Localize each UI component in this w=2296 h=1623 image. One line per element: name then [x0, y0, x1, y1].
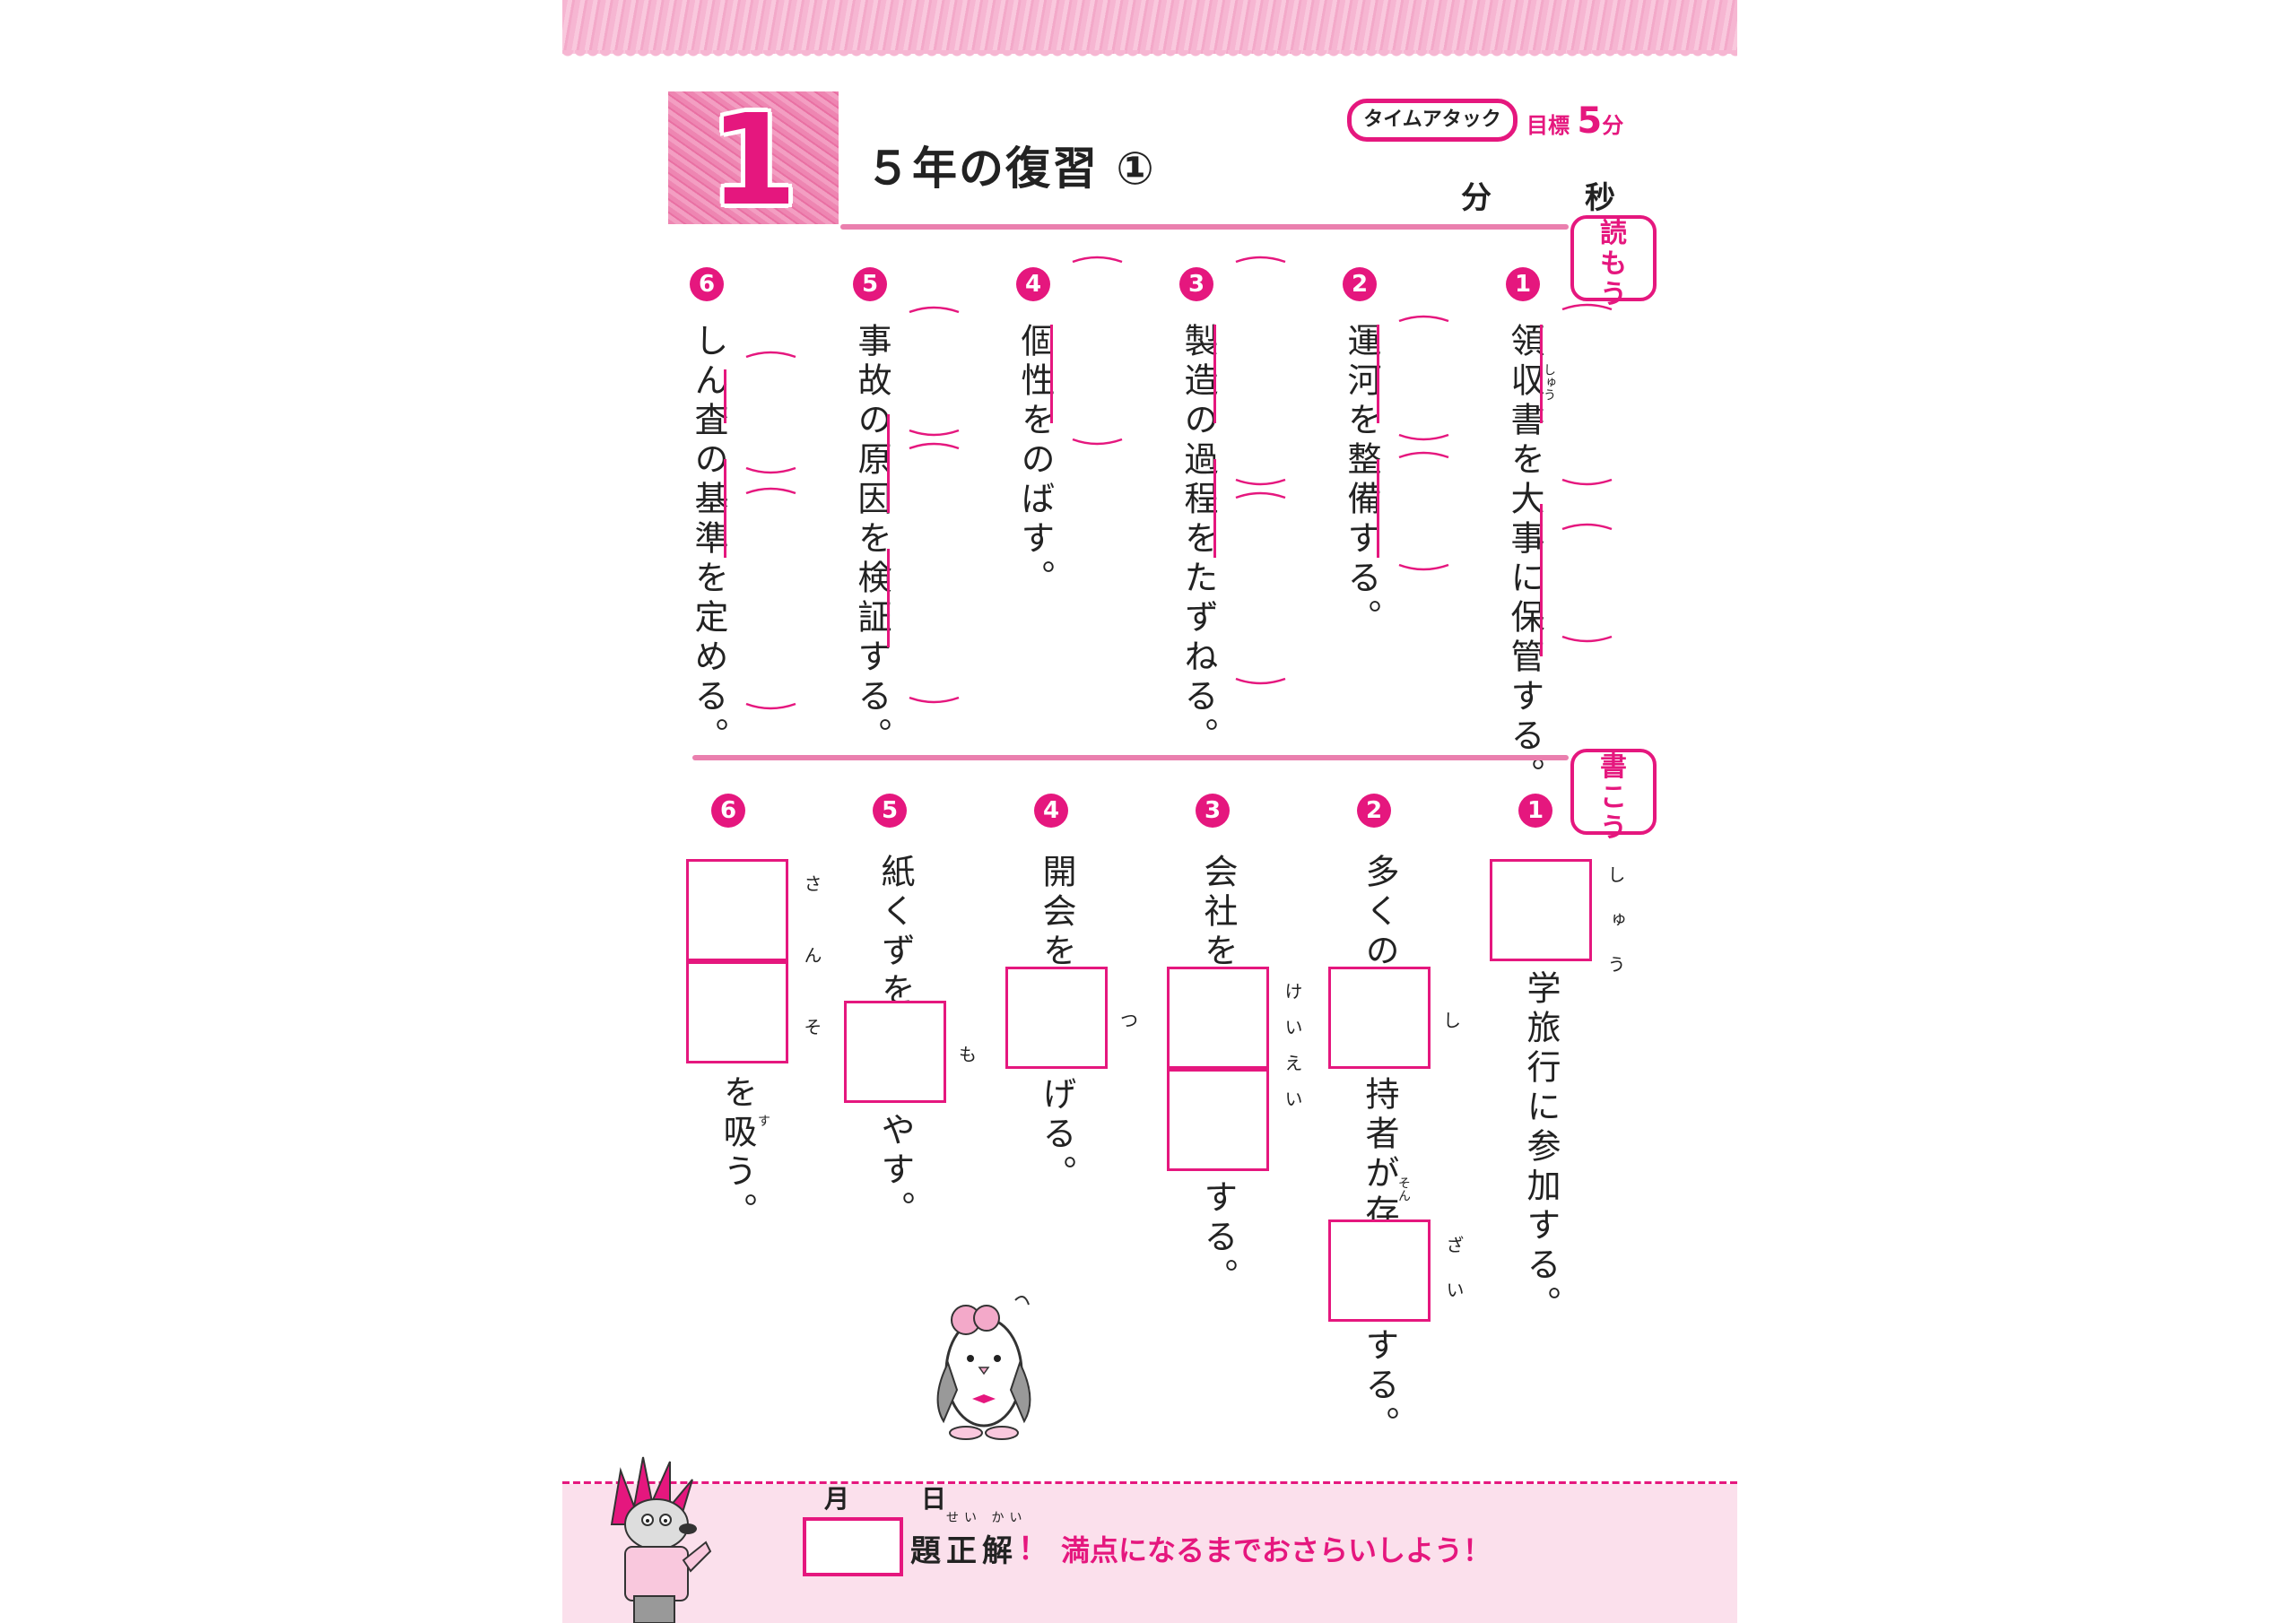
kanji-mark-1a — [1540, 325, 1543, 423]
goal-label: 目標 — [1526, 113, 1570, 138]
kanji-mark-1b — [1540, 504, 1543, 558]
reading-furigana-1: しゅう — [1542, 363, 1556, 401]
kanji-mark-6b — [724, 459, 726, 558]
reading-question-3: 製造の過程をたずねる。 — [1178, 323, 1218, 757]
seikai-label: 正解 — [946, 1533, 1018, 1569]
penguin-mascot-illustration — [936, 1296, 1031, 1440]
writing-furigana-2-middle: そん — [1396, 1176, 1411, 1202]
writing-question-6-after: を吸う。 — [718, 1074, 757, 1232]
footer-message: 満点になるまでおさらいしよう！ — [1061, 1533, 1492, 1567]
writing-number-3: 3 — [1196, 794, 1230, 828]
writing-furigana-4: つ — [1120, 1010, 1138, 1031]
writing-question-2-before: 多くの — [1360, 854, 1399, 972]
seconds-label: 秒 — [1585, 180, 1615, 216]
reading-number-2: 2 — [1343, 267, 1377, 301]
writing-furigana-6-after: す — [758, 1115, 770, 1129]
writing-number-1: 1 — [1518, 794, 1552, 828]
goal-unit: 分 — [1602, 113, 1624, 138]
reading-question-1: 領収書を大事に保管する。 — [1505, 323, 1544, 796]
answer-box-3a[interactable] — [1167, 967, 1269, 1069]
writing-question-4-after: げる。 — [1037, 1076, 1076, 1194]
reading-question-2: 運河を整備する。 — [1342, 323, 1381, 638]
answer-box-1[interactable] — [1490, 859, 1592, 961]
kanji-mark-2b — [1377, 459, 1379, 558]
writing-question-5-after: やす。 — [875, 1112, 915, 1230]
page-title: ５年の復習 ① — [865, 143, 1156, 195]
writing-furigana-3: けいえい — [1282, 982, 1303, 1125]
seikai-furigana: せい かい — [946, 1511, 1028, 1525]
writing-furigana-1: しゅう — [1605, 865, 1626, 1000]
writing-stamp: 書こう — [1570, 749, 1657, 844]
reading-question-5: 事故の原因を検証する。 — [852, 323, 891, 757]
writing-number-4: 4 — [1034, 794, 1068, 828]
footer-dashed-line — [562, 1481, 1737, 1485]
answer-box-4[interactable] — [1005, 967, 1108, 1069]
kanji-mark-4a — [1050, 325, 1053, 423]
reading-question-4: 個性をのばす。 — [1015, 323, 1055, 599]
writing-question-3-after: する。 — [1198, 1179, 1238, 1298]
exclaim-mark: ！ — [1018, 1532, 1048, 1567]
reading-answer-brackets — [745, 256, 1613, 710]
writing-question-1-after: 学旅行に参加する。 — [1521, 970, 1561, 1325]
reading-question-6: しん査の基準を定める。 — [689, 323, 728, 757]
goal-time: 目標 5分 — [1526, 100, 1623, 142]
writing-number-2: 2 — [1357, 794, 1391, 828]
dai-label: 題 — [910, 1533, 941, 1569]
goal-value: 5 — [1577, 100, 1603, 142]
writing-question-2-middle: 持者が存 — [1360, 1076, 1399, 1234]
minutes-label: 分 — [1461, 180, 1492, 216]
reading-number-1: 1 — [1506, 267, 1540, 301]
kanji-mark-6a — [724, 369, 726, 423]
writing-question-3-before: 会社を — [1198, 854, 1238, 972]
kanji-mark-5a — [887, 414, 890, 513]
worksheet-page: 1 ５年の復習 ① タイムアタック 目標 5分 分 秒 読もう 1 2 3 4 … — [562, 0, 1737, 1623]
kanji-mark-3b — [1213, 459, 1216, 558]
section-divider-reading — [840, 224, 1569, 230]
writing-furigana-6: さんそ — [801, 874, 822, 1089]
reading-number-5: 5 — [853, 267, 887, 301]
answer-box-6b[interactable] — [686, 961, 788, 1063]
kanji-mark-2a — [1377, 325, 1379, 423]
hedgehog-mascot-illustration — [610, 1456, 712, 1623]
footer-band — [562, 1484, 1737, 1623]
writing-question-2-after: する。 — [1360, 1327, 1399, 1445]
reading-number-3: 3 — [1179, 267, 1213, 301]
answer-box-2b[interactable] — [1328, 1219, 1431, 1322]
answer-box-6a[interactable] — [686, 859, 788, 961]
writing-number-5: 5 — [873, 794, 907, 828]
writing-furigana-2a: し — [1443, 1010, 1461, 1031]
writing-question-5-before: 紙くずを — [875, 854, 915, 1011]
month-label: 月 — [824, 1484, 850, 1514]
reading-number-6: 6 — [690, 267, 724, 301]
day-label: 日 — [921, 1484, 947, 1514]
answer-box-2a[interactable] — [1328, 967, 1431, 1069]
section-divider-writing — [692, 755, 1569, 760]
kanji-mark-5b — [887, 549, 890, 647]
writing-furigana-2b: ざい — [1443, 1236, 1465, 1325]
kanji-mark-1c — [1540, 558, 1543, 656]
time-attack-badge: タイムアタック — [1347, 99, 1518, 142]
lesson-number-block: 1 — [668, 88, 839, 234]
reading-stamp: 読もう — [1570, 215, 1657, 310]
answer-box-5[interactable] — [844, 1001, 946, 1103]
kanji-mark-3a — [1213, 325, 1216, 423]
score-input-box[interactable] — [803, 1517, 903, 1576]
writing-question-4-before: 開会を — [1037, 854, 1076, 972]
lesson-number: 1 — [709, 88, 797, 234]
reading-number-4: 4 — [1016, 267, 1050, 301]
answer-box-3b[interactable] — [1167, 1069, 1269, 1171]
writing-number-6: 6 — [711, 794, 745, 828]
writing-furigana-5: も — [959, 1044, 977, 1065]
top-decorative-band — [562, 0, 1737, 59]
